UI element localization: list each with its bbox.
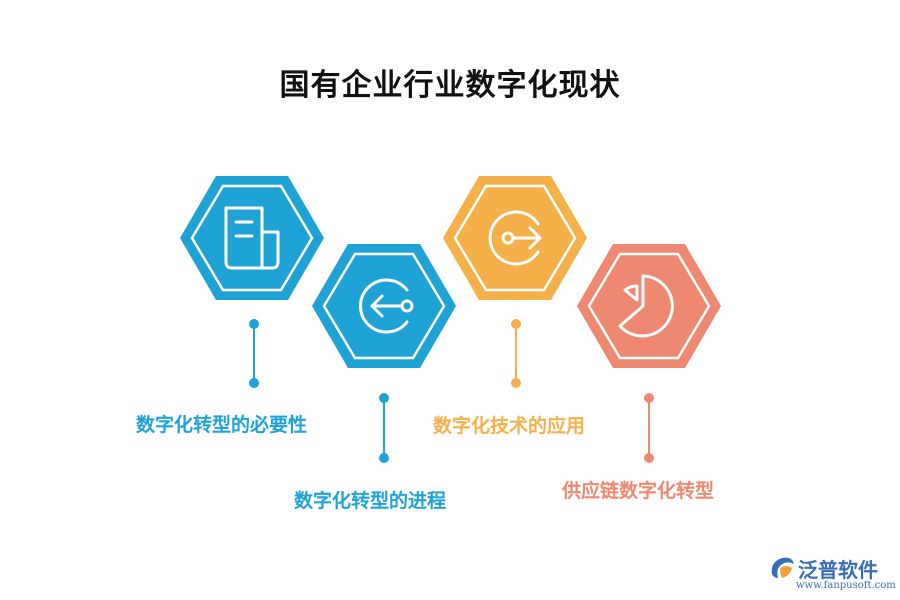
label-necessity: 数字化转型的必要性 — [136, 414, 308, 436]
connector-3 — [511, 319, 521, 388]
arrow-left-circle-icon — [359, 278, 414, 334]
connector-2 — [379, 393, 389, 463]
hexagon-1 — [180, 176, 324, 300]
fanpu-logo-icon — [771, 557, 794, 578]
hexagon-4 — [577, 244, 721, 368]
logo-name: 泛普软件 — [798, 558, 878, 582]
pie-chart-icon — [618, 274, 674, 338]
page-title: 国有企业行业数字化现状 — [279, 68, 621, 103]
label-progress: 数字化转型的进程 — [294, 490, 447, 512]
label-tech-application: 数字化技术的应用 — [433, 415, 586, 437]
connector-1 — [249, 319, 259, 388]
brand-logo: 泛普软件 www.fanpusoft.com — [768, 552, 898, 598]
connector-4 — [644, 393, 654, 463]
label-supply-chain: 供应链数字化转型 — [562, 480, 715, 502]
hexagon-3 — [443, 176, 587, 300]
arrow-right-circle-icon — [488, 210, 542, 266]
hexagon-2 — [312, 244, 456, 368]
logo-url: www.fanpusoft.com — [796, 580, 896, 591]
document-icon — [224, 206, 280, 270]
